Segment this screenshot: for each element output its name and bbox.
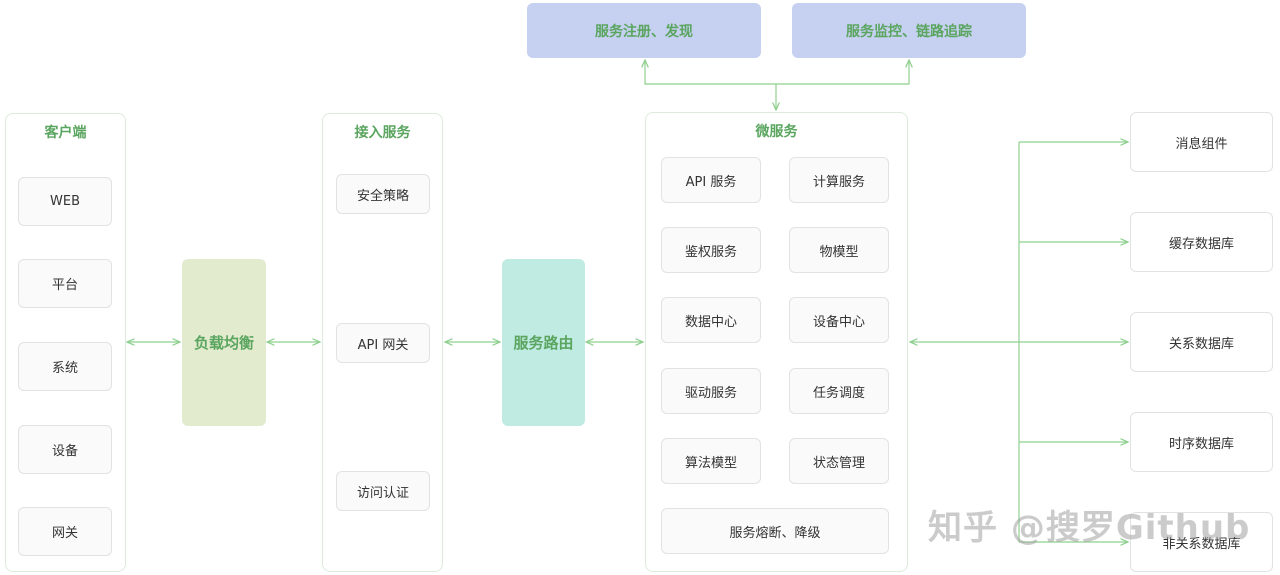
micro-algorithm-model: 算法模型 <box>661 438 761 484</box>
storage-timeseries-db: 时序数据库 <box>1130 412 1273 472</box>
access-auth: 访问认证 <box>336 471 430 511</box>
storage-relational-db: 关系数据库 <box>1130 312 1273 372</box>
service-registry-box: 服务注册、发现 <box>527 3 761 58</box>
arrow-to-monitor <box>776 60 909 85</box>
security-policy: 安全策略 <box>336 174 430 214</box>
client-title: 客户端 <box>44 125 87 141</box>
micro-compute-service: 计算服务 <box>789 157 889 203</box>
service-monitor-box: 服务监控、链路追踪 <box>792 3 1026 58</box>
load-balancer: 负载均衡 <box>182 259 266 426</box>
microservice-title: 微服务 <box>755 124 798 140</box>
micro-task-scheduler: 任务调度 <box>789 368 889 414</box>
micro-auth-service: 鉴权服务 <box>661 227 761 273</box>
micro-data-center: 数据中心 <box>661 297 761 343</box>
storage-cache-db: 缓存数据库 <box>1130 212 1273 272</box>
arrow-to-registry <box>645 60 776 85</box>
micro-device-center: 设备中心 <box>789 297 889 343</box>
storage-nosql-db: 非关系数据库 <box>1130 512 1273 572</box>
access-title: 接入服务 <box>354 125 411 141</box>
client-web: WEB <box>18 177 112 226</box>
service-router: 服务路由 <box>502 259 585 426</box>
micro-circuit-breaker: 服务熔断、降级 <box>661 508 889 554</box>
watermark: 知乎 @搜罗Github <box>928 508 1251 548</box>
storage-message: 消息组件 <box>1130 112 1273 172</box>
client-system: 系统 <box>18 342 112 391</box>
client-platform: 平台 <box>18 259 112 308</box>
micro-state-management: 状态管理 <box>789 438 889 484</box>
micro-thing-model: 物模型 <box>789 227 889 273</box>
api-gateway: API 网关 <box>336 323 430 363</box>
micro-driver-service: 驱动服务 <box>661 368 761 414</box>
micro-api-service: API 服务 <box>661 157 761 203</box>
client-device: 设备 <box>18 425 112 474</box>
client-gateway: 网关 <box>18 507 112 556</box>
